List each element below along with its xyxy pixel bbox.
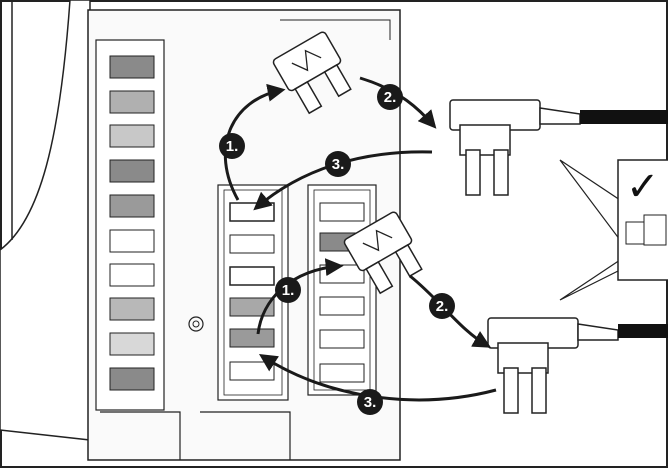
fuse-column-right bbox=[319, 202, 365, 383]
dashboard-panel bbox=[0, 0, 91, 441]
step-badge-label: 2. bbox=[384, 89, 397, 106]
fuse-removed-middle bbox=[343, 211, 423, 295]
check-mark: ✓ bbox=[626, 164, 660, 210]
step-badge-label: 3. bbox=[364, 394, 377, 411]
arrow-step2-top bbox=[359, 76, 437, 129]
step-badge-3-top: 3. bbox=[325, 151, 351, 177]
step-badge-1-bottom: 1. bbox=[275, 277, 301, 303]
step-badge-label: 1. bbox=[282, 282, 295, 299]
step-badge-label: 3. bbox=[332, 156, 345, 173]
step-badge-2-top: 2. bbox=[377, 84, 403, 110]
step-badge-2-bottom: 2. bbox=[429, 293, 455, 319]
step-badge-label: 1. bbox=[226, 138, 239, 155]
fuse-removed-top bbox=[272, 31, 352, 115]
step-badge-3-bottom: 3. bbox=[357, 389, 383, 415]
fuse-tap-bottom bbox=[487, 317, 668, 414]
mounting-hole bbox=[188, 316, 204, 332]
step-badge-label: 2. bbox=[436, 298, 449, 315]
fuse-tap-top bbox=[449, 99, 668, 196]
arrow-step1-top bbox=[223, 83, 286, 201]
orientation-callout bbox=[559, 159, 668, 301]
step-badge-1-top: 1. bbox=[219, 133, 245, 159]
fuse-column-left bbox=[109, 55, 155, 391]
